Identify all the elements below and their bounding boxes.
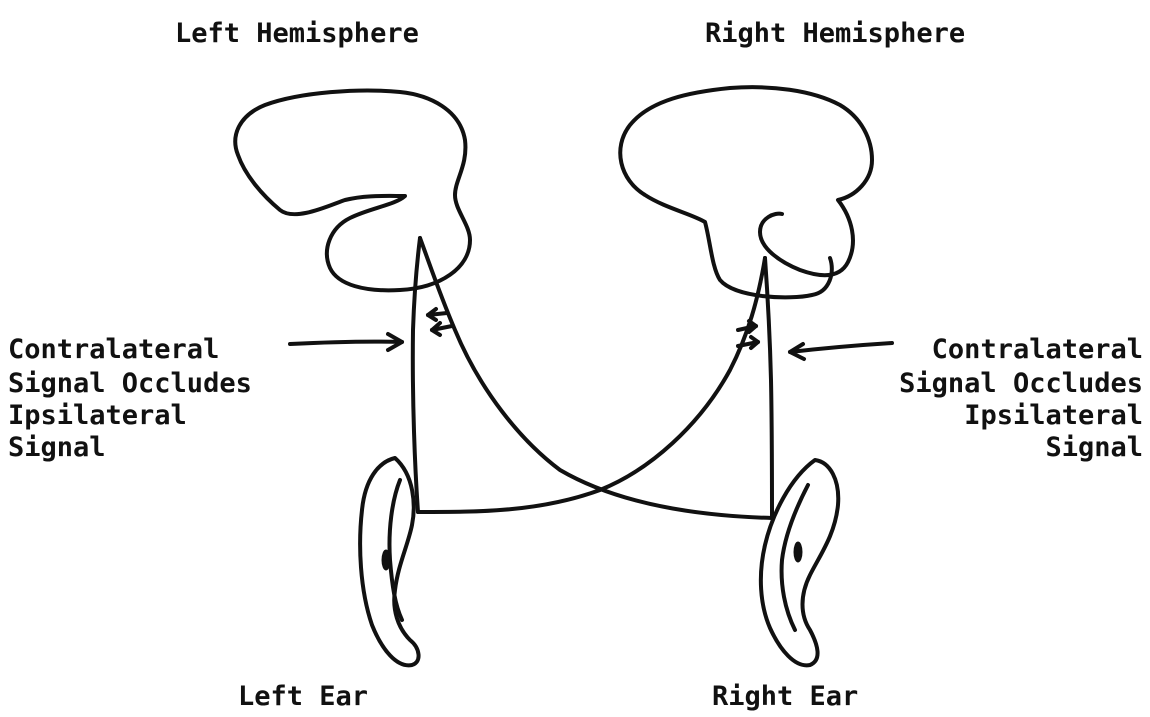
right-annotation-line-3: Ipsilateral <box>964 400 1143 431</box>
left-annotation-line-3: Ipsilateral <box>8 400 187 431</box>
left-annotation-line-4: Signal <box>8 432 106 463</box>
right-annotation-line-4: Signal <box>1045 432 1143 463</box>
left-annotation-arrow <box>290 342 402 344</box>
right-ear-canal <box>794 542 802 562</box>
left-ear-canal <box>382 550 390 570</box>
left-ipsilateral-path <box>413 238 420 512</box>
right-annotation-line-1: Contralateral <box>932 334 1143 365</box>
left-annotation-line-2: Signal Occludes <box>8 368 252 399</box>
left-hemisphere-label: Left Hemisphere <box>175 18 419 49</box>
right-annotation-line-2: Signal Occludes <box>899 368 1143 399</box>
right-ear-label: Right Ear <box>712 681 858 712</box>
right-hemisphere-shape <box>620 87 872 297</box>
left-annotation-line-1: Contralateral <box>8 334 219 365</box>
right-to-left-contralateral-path <box>418 258 765 512</box>
left-hemisphere-shape <box>235 91 470 291</box>
right-annotation-arrow <box>790 343 892 352</box>
left-ear-label: Left Ear <box>238 681 368 712</box>
right-hemisphere-label: Right Hemisphere <box>705 18 965 49</box>
